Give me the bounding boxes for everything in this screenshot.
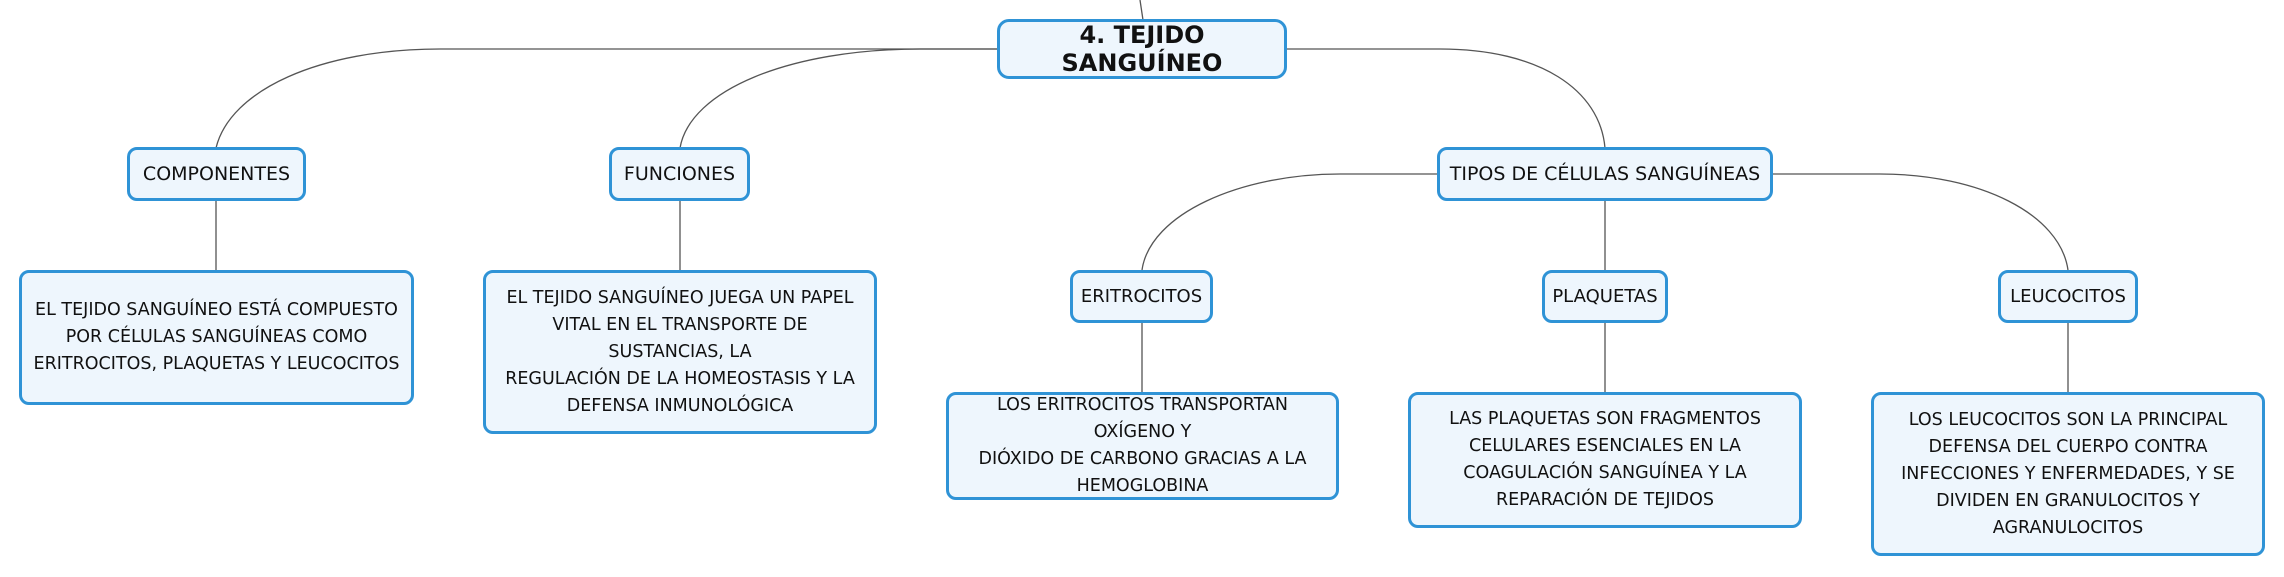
root-node[interactable]: 4. TEJIDO SANGUÍNEO [997, 19, 1287, 79]
desc-line: ERITROCITOS, PLAQUETAS Y LEUCOCITOS [33, 354, 400, 374]
desc-leucocitos[interactable]: LOS LEUCOCITOS SON LA PRINCIPAL DEFENSA … [1871, 392, 2265, 556]
desc-line: DEFENSA DEL CUERPO CONTRA [1928, 436, 2208, 457]
desc-line: DIVIDEN EN GRANULOCITOS Y [1936, 490, 2200, 511]
plaquetas-label: PLAQUETAS [1552, 286, 1658, 307]
desc-line: LOS ERITROCITOS TRANSPORTAN OXÍGENO Y [996, 395, 1288, 442]
desc-plaquetas[interactable]: LAS PLAQUETAS SON FRAGMENTOS CELULARES E… [1408, 392, 1802, 528]
desc-line: VITAL EN EL TRANSPORTE DE SUSTANCIAS, LA [552, 314, 808, 362]
desc-line: HEMOGLOBINA [1076, 476, 1209, 496]
node-leucocitos[interactable]: LEUCOCITOS [1998, 270, 2138, 323]
tipos-label: TIPOS DE CÉLULAS SANGUÍNEAS [1449, 163, 1761, 185]
desc-line: POR CÉLULAS SANGUÍNEAS COMO [65, 327, 368, 347]
node-plaquetas[interactable]: PLAQUETAS [1542, 270, 1668, 323]
desc-line: EL TEJIDO SANGUÍNEO ESTÁ COMPUESTO [35, 300, 398, 320]
desc-line: CELULARES ESENCIALES EN LA [1469, 436, 1741, 456]
connector-tipos-eritrocitos [1141, 173, 1437, 271]
desc-line: LOS LEUCOCITOS SON LA PRINCIPAL [1908, 409, 2228, 430]
desc-line: DIÓXIDO DE CARBONO GRACIAS A LA [978, 449, 1307, 469]
desc-line: REGULACIÓN DE LA HOMEOSTASIS Y LA [505, 368, 855, 389]
desc-eritrocitos[interactable]: LOS ERITROCITOS TRANSPORTAN OXÍGENO Y DI… [946, 392, 1339, 500]
node-funciones[interactable]: FUNCIONES [609, 147, 750, 201]
desc-line: AGRANULOCITOS [1992, 517, 2144, 538]
connector-parent [1139, 0, 1144, 21]
desc-funciones[interactable]: EL TEJIDO SANGUÍNEO JUEGA UN PAPEL VITAL… [483, 270, 877, 434]
funciones-label: FUNCIONES [623, 163, 736, 185]
eritrocitos-label: ERITROCITOS [1080, 286, 1203, 307]
connector-root-componentes [215, 48, 997, 149]
node-componentes[interactable]: COMPONENTES [127, 147, 306, 201]
root-label: 4. TEJIDO SANGUÍNEO [1061, 21, 1223, 77]
desc-line: DEFENSA INMUNOLÓGICA [566, 395, 794, 416]
node-eritrocitos[interactable]: ERITROCITOS [1070, 270, 1213, 323]
connector-tipos-leucocitos [1773, 173, 2069, 271]
desc-line: REPARACIÓN DE TEJIDOS [1495, 490, 1715, 510]
componentes-label: COMPONENTES [142, 163, 291, 185]
desc-line: INFECCIONES Y ENFERMEDADES, Y SE [1901, 463, 2235, 484]
desc-componentes[interactable]: EL TEJIDO SANGUÍNEO ESTÁ COMPUESTO POR C… [19, 270, 414, 405]
desc-line: EL TEJIDO SANGUÍNEO JUEGA UN PAPEL [506, 287, 854, 308]
node-tipos-celulas[interactable]: TIPOS DE CÉLULAS SANGUÍNEAS [1437, 147, 1773, 201]
desc-line: COAGULACIÓN SANGUÍNEA Y LA [1463, 463, 1747, 483]
leucocitos-label: LEUCOCITOS [2010, 286, 2126, 307]
connector-root-funciones [679, 48, 997, 149]
connector-root-tipos [1287, 48, 1606, 149]
desc-line: LAS PLAQUETAS SON FRAGMENTOS [1449, 409, 1761, 429]
